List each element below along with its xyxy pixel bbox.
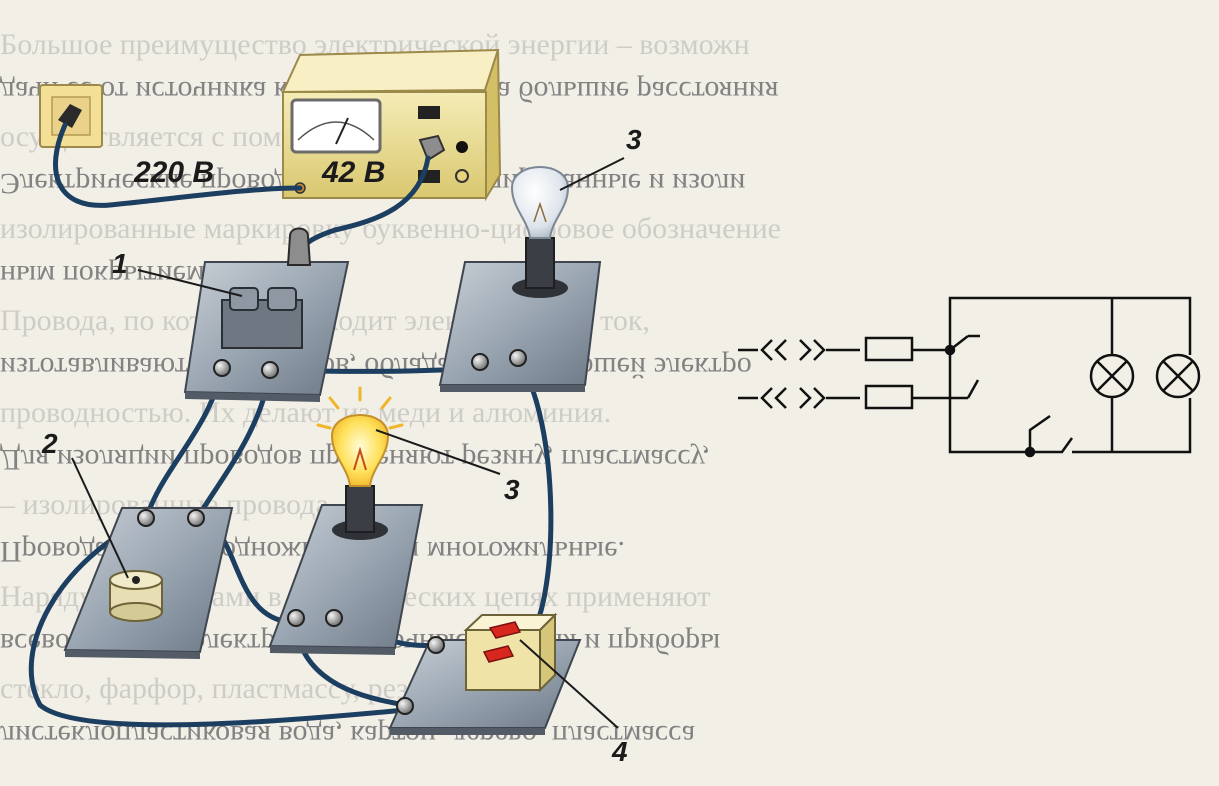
switch-symbol: [1028, 414, 1051, 452]
callout-number-2: 2: [42, 428, 58, 459]
fuse-symbol-bottom: [864, 384, 914, 410]
callout-number-4: 4: [612, 736, 628, 767]
terminal-screw: [471, 353, 489, 371]
wall-socket: [39, 84, 103, 148]
mains-voltage-label: 220 В: [134, 156, 215, 189]
power-supply-unit: [281, 48, 502, 202]
voltmeter-dial: [290, 98, 382, 154]
supply-plug: [418, 134, 446, 162]
lamp-socket: [525, 237, 555, 289]
terminal-screw: [509, 349, 527, 367]
switch-board: [388, 612, 582, 735]
fuse-symbol-top: [864, 336, 914, 362]
mains-cord: [53, 122, 303, 208]
leader-lines: [71, 157, 625, 729]
switch-symbol: [1030, 437, 1074, 454]
switch-key: [482, 645, 515, 663]
circuit-schematic: [738, 296, 1201, 458]
terminal-screw: [396, 697, 414, 715]
show-through-text-line: изолированные маркировку буквенно-цифров…: [0, 212, 781, 245]
lamp-board-middle: [268, 386, 424, 655]
lamp-symbol: [1089, 353, 1135, 399]
indicator-slot: [418, 106, 440, 119]
lamp-board-top: [438, 166, 602, 392]
fuse-block: [221, 287, 303, 349]
supply-output-wire: [302, 155, 431, 248]
bell-button: [109, 570, 163, 622]
terminal-screw: [325, 609, 343, 627]
callout-number-1: 1: [112, 248, 128, 279]
callout-number-3-top: 3: [626, 124, 642, 155]
contact-symbol: [966, 379, 980, 399]
lamp-symbol: [1155, 353, 1201, 399]
terminal-screw: [187, 509, 205, 527]
terminal-knob: [455, 169, 469, 183]
board-plug: [286, 227, 312, 266]
terminal-screw: [213, 359, 231, 377]
fuse-board: [183, 227, 350, 402]
switch-key: [488, 621, 522, 639]
terminal-screw: [137, 509, 155, 527]
terminal-screw: [261, 361, 279, 379]
double-switch: [463, 612, 558, 693]
terminal-screw: [287, 609, 305, 627]
callout-number-3-middle: 3: [504, 474, 520, 505]
bell-board: [63, 507, 234, 659]
light-bulb-off: [510, 166, 570, 239]
lamp-socket: [345, 485, 375, 533]
light-bulb-on: [316, 386, 404, 487]
supply-voltage-label: 42 В: [322, 156, 386, 189]
terminal-knob: [456, 141, 468, 153]
terminal-screw: [427, 636, 445, 654]
plug-symbol-top: [738, 339, 860, 361]
plug-symbol-bottom: [738, 387, 860, 409]
